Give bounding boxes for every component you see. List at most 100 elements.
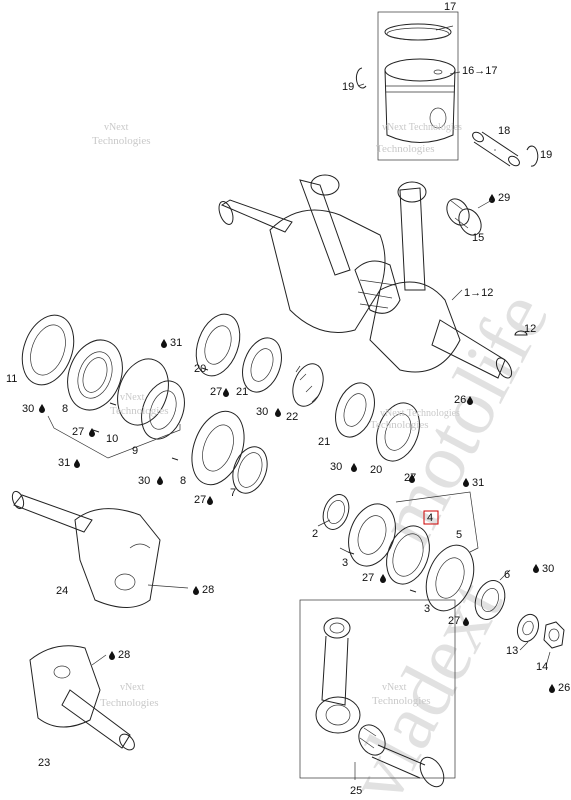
watermark-2a: vNext Technologies bbox=[382, 122, 462, 133]
ball-bearing-20b[interactable] bbox=[369, 397, 427, 467]
callout-8a[interactable]: 8 bbox=[62, 403, 68, 415]
callout-13[interactable]: 13 bbox=[506, 645, 518, 657]
callout-21a[interactable]: 21 bbox=[236, 386, 248, 398]
piston-top[interactable] bbox=[384, 58, 456, 82]
callout-25[interactable]: 25 bbox=[350, 785, 362, 797]
callout-27d[interactable]: 27 bbox=[404, 472, 416, 484]
callout-30c[interactable]: 30 bbox=[138, 475, 150, 487]
ring-7[interactable] bbox=[227, 442, 273, 498]
watermark-3a: vNext bbox=[120, 392, 145, 403]
watermark-2b: Technologies bbox=[376, 143, 435, 155]
callout-22[interactable]: 22 bbox=[286, 411, 298, 423]
callout-19b[interactable]: 19 bbox=[540, 149, 552, 161]
oil-seal-6[interactable] bbox=[470, 576, 510, 623]
oil-drop-icon bbox=[89, 428, 95, 437]
circlip-19-left[interactable] bbox=[355, 67, 367, 89]
oil-seal-11[interactable] bbox=[13, 308, 83, 392]
callout-24[interactable]: 24 bbox=[56, 585, 68, 597]
crankshaft-assembly[interactable] bbox=[216, 174, 514, 381]
callout-12[interactable]: 12 bbox=[524, 323, 536, 335]
callout-27c[interactable]: 27 bbox=[194, 494, 206, 506]
callout-7[interactable]: 7 bbox=[230, 487, 236, 499]
washer-13[interactable] bbox=[514, 611, 542, 644]
watermark-5b: Technologies bbox=[100, 697, 159, 709]
bracket-31 bbox=[47, 415, 181, 459]
callout-28b[interactable]: 28 bbox=[118, 649, 130, 661]
callout-20a[interactable]: 20 bbox=[194, 363, 206, 375]
piston-ring-17[interactable] bbox=[384, 23, 452, 41]
callout-26a[interactable]: 26 bbox=[454, 394, 466, 406]
callout-27e[interactable]: 27 bbox=[362, 572, 374, 584]
highlight-box-4[interactable] bbox=[423, 510, 439, 525]
callout-16[interactable]: 16→17 bbox=[462, 65, 497, 77]
connecting-rod-2[interactable] bbox=[399, 187, 426, 291]
callout-26b[interactable]: 26 bbox=[558, 682, 570, 694]
watermark-4b: Technologies bbox=[370, 419, 429, 431]
callout-10[interactable]: 10 bbox=[106, 433, 118, 445]
gear-22[interactable] bbox=[287, 360, 328, 411]
crank-half-23[interactable] bbox=[29, 645, 137, 753]
ring-2[interactable] bbox=[319, 491, 354, 533]
callout-29[interactable]: 29 bbox=[498, 192, 510, 204]
callout-31a[interactable]: 31 bbox=[170, 337, 182, 349]
con-rod-box bbox=[299, 599, 456, 779]
callout-30d[interactable]: 30 bbox=[330, 461, 342, 473]
seal-9[interactable] bbox=[134, 375, 192, 445]
callout-14[interactable]: 14 bbox=[536, 661, 548, 673]
watermark-5a: vNext bbox=[120, 682, 145, 693]
ball-bearing-27e[interactable] bbox=[340, 497, 403, 572]
ball-bearing-27f[interactable] bbox=[418, 539, 483, 618]
callout-3b[interactable]: 3 bbox=[424, 603, 430, 615]
callout-8b[interactable]: 8 bbox=[180, 475, 186, 487]
oil-seal-21b[interactable] bbox=[329, 378, 382, 443]
callout-1-12[interactable]: 1→12 bbox=[464, 287, 493, 299]
oil-seal-21[interactable] bbox=[236, 333, 289, 398]
callout-30b[interactable]: 30 bbox=[256, 406, 268, 418]
connecting-rod-1[interactable] bbox=[299, 179, 351, 276]
oil-drop-icon bbox=[207, 496, 213, 505]
callout-27f[interactable]: 27 bbox=[448, 615, 460, 627]
ball-bearing-27a[interactable] bbox=[58, 332, 131, 417]
callout-21b[interactable]: 21 bbox=[318, 436, 330, 448]
watermark-6a: vNext bbox=[382, 682, 407, 693]
right-bearing-stack bbox=[319, 378, 565, 649]
woodruff-key-12[interactable] bbox=[514, 330, 528, 336]
callout-20b[interactable]: 20 bbox=[370, 464, 382, 476]
oil-drop-icon bbox=[39, 404, 45, 413]
callout-30a[interactable]: 30 bbox=[22, 403, 34, 415]
callout-3a[interactable]: 3 bbox=[342, 557, 348, 569]
ball-bearing-27c[interactable] bbox=[182, 404, 253, 492]
callout-18[interactable]: 18 bbox=[498, 125, 510, 137]
leader-lines bbox=[91, 25, 551, 780]
callout-23[interactable]: 23 bbox=[38, 757, 50, 769]
piston-body[interactable] bbox=[384, 69, 456, 143]
nut-14[interactable] bbox=[543, 621, 565, 649]
oil-drop-icon bbox=[489, 194, 495, 203]
connecting-rod-25[interactable] bbox=[299, 599, 456, 791]
callout-labels: 17 16→17 19 18 19 29 15 1→12 12 31 11 20… bbox=[6, 1, 570, 797]
ball-bearing-20[interactable] bbox=[188, 308, 247, 382]
callout-11[interactable]: 11 bbox=[6, 373, 17, 385]
circlip-19-right[interactable] bbox=[526, 145, 539, 167]
ring-5[interactable] bbox=[379, 520, 437, 590]
watermark-6b: Technologies bbox=[372, 695, 431, 707]
crank-half-24[interactable] bbox=[10, 490, 161, 608]
distance-ring-10[interactable] bbox=[109, 352, 177, 432]
callout-17[interactable]: 17 bbox=[444, 1, 456, 13]
callout-15[interactable]: 15 bbox=[472, 232, 484, 244]
piston-pin-18[interactable] bbox=[473, 131, 519, 167]
callout-31b[interactable]: 31 bbox=[58, 457, 70, 469]
oil-drop-icon bbox=[109, 651, 115, 660]
callout-28a[interactable]: 28 bbox=[202, 584, 214, 596]
callout-30e[interactable]: 30 bbox=[542, 563, 554, 575]
callout-2[interactable]: 2 bbox=[312, 528, 318, 540]
callout-19a[interactable]: 19 bbox=[342, 81, 354, 93]
callout-6[interactable]: 6 bbox=[504, 569, 510, 581]
callout-27a[interactable]: 27 bbox=[72, 426, 84, 438]
needle-bearing-15[interactable] bbox=[442, 195, 485, 239]
callout-9[interactable]: 9 bbox=[132, 445, 138, 457]
callout-31c[interactable]: 31 bbox=[472, 477, 484, 489]
callout-4[interactable]: 4 bbox=[427, 512, 433, 524]
callout-27b[interactable]: 27 bbox=[210, 386, 222, 398]
callout-5[interactable]: 5 bbox=[456, 529, 462, 541]
